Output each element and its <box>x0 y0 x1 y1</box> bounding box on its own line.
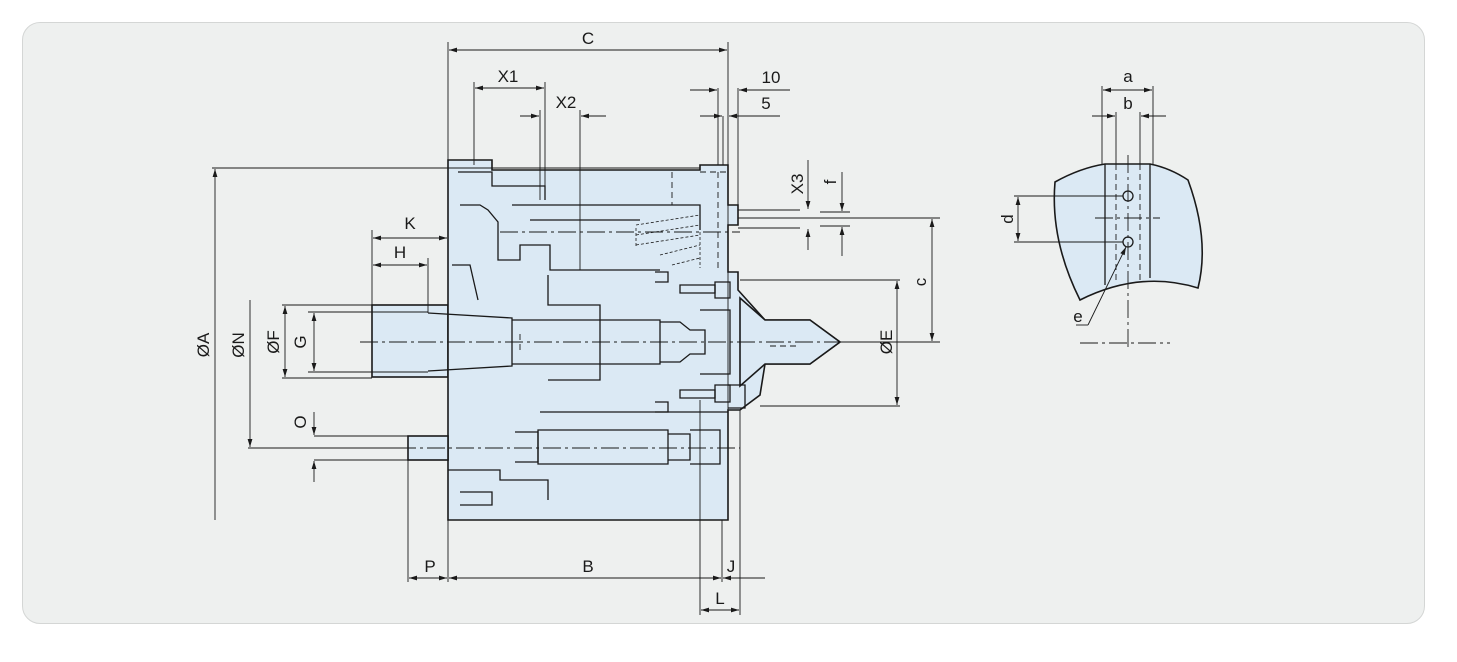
label-C: C <box>582 29 594 48</box>
label-10: 10 <box>762 68 781 87</box>
label-ON: ØN <box>229 332 248 358</box>
label-H: H <box>394 243 406 262</box>
detail-view <box>1014 86 1204 350</box>
label-O: O <box>291 415 310 428</box>
label-X3: X3 <box>788 174 807 195</box>
label-J: J <box>727 557 736 576</box>
side-view <box>360 159 860 521</box>
dimension-labels: C X1 X2 10 5 K H P B J L a b e ØA ØN ØF … <box>194 29 1133 608</box>
label-P: P <box>424 557 435 576</box>
dimension-lines <box>212 42 940 615</box>
label-d: d <box>998 214 1017 223</box>
spindle-nose <box>371 304 449 378</box>
label-L: L <box>715 589 724 608</box>
label-OE: ØE <box>877 330 896 355</box>
label-b: b <box>1123 94 1132 113</box>
label-K: K <box>404 214 416 233</box>
label-a: a <box>1123 67 1133 86</box>
label-G: G <box>291 335 310 348</box>
label-f: f <box>821 179 840 184</box>
label-X2: X2 <box>556 93 577 112</box>
label-OA: ØA <box>194 332 213 357</box>
label-5: 5 <box>761 94 770 113</box>
jaw-detail <box>1053 163 1204 302</box>
label-c: c <box>911 277 930 286</box>
label-OF: ØF <box>264 330 283 354</box>
label-e: e <box>1073 307 1082 326</box>
label-X1: X1 <box>498 67 519 86</box>
label-B: B <box>582 557 593 576</box>
